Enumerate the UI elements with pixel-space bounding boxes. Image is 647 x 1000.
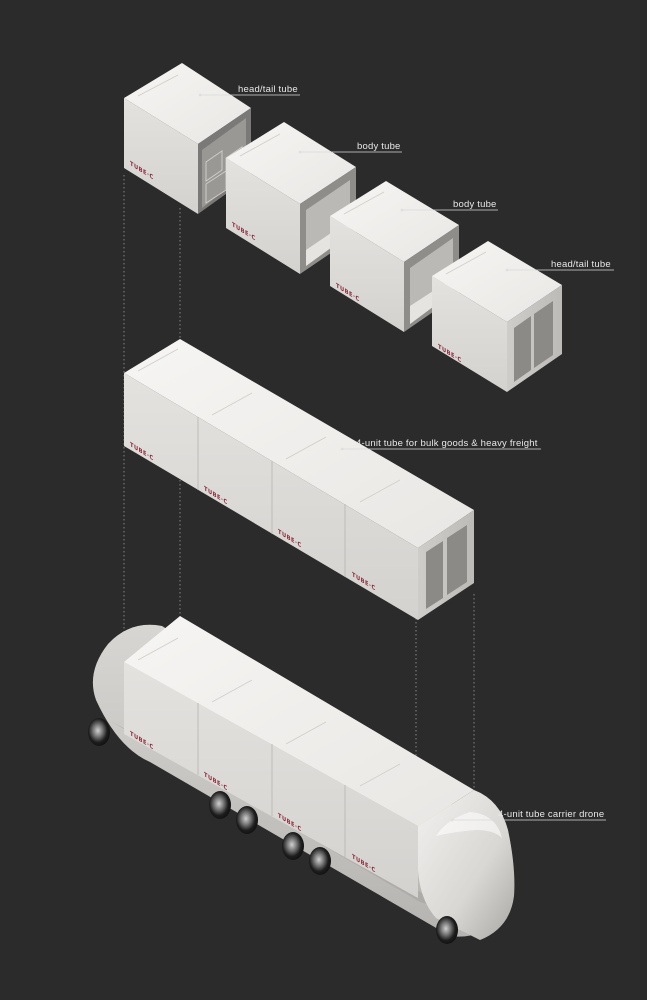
wheel [309,847,331,875]
wheel [282,832,304,860]
label-carrier: 4-unit tube carrier drone [450,809,606,822]
label-body-1: body tube [298,141,402,154]
label-text: body tube [357,141,401,152]
wheel [236,806,258,834]
label-head-tail-2: head/tail tube [505,259,614,272]
body-tube-2: TUBE·C [330,181,459,332]
label-text: head/tail tube [551,259,611,270]
label-text: body tube [453,199,497,210]
label-four-unit: 4-unit tube for bulk goods & heavy freig… [340,438,541,451]
wheel [436,916,458,944]
label-head-tail-1: head/tail tube [198,84,300,97]
carrier-drone: TUBE·C TUBE·C TUBE·C TUBE·C [88,616,515,944]
head-tail-tube-2: TUBE·C [432,241,562,392]
wheel [88,718,110,746]
label-text: head/tail tube [238,84,298,95]
label-body-2: body tube [400,199,498,212]
label-text: 4-unit tube carrier drone [498,809,604,820]
four-unit-tube: TUBE·C TUBE·C TUBE·C TUBE·C [124,339,474,620]
head-tail-tube-1: TUBE·C [124,63,251,214]
label-text: 4-unit tube for bulk goods & heavy freig… [356,438,538,449]
wheel [209,791,231,819]
